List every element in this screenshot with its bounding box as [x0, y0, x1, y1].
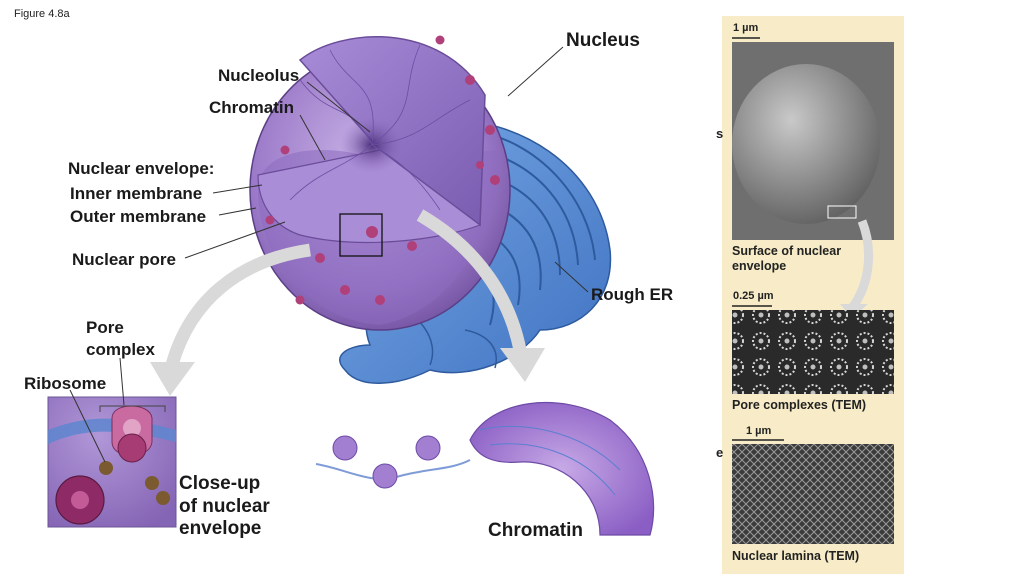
label-complex: complex — [86, 340, 155, 359]
caption-surface-1: Surface of nuclear — [732, 244, 842, 258]
label-nucleolus: Nucleolus — [218, 66, 300, 85]
label-nucleus: Nucleus — [566, 30, 640, 51]
nucleus-sphere — [249, 35, 511, 331]
figure-label: Figure 4.8a — [14, 8, 70, 20]
label-rough-er: Rough ER — [591, 285, 674, 304]
leader-lines — [69, 46, 589, 463]
label-outer-membrane: Outer membrane — [70, 207, 207, 226]
label-closeup-3: envelope — [179, 518, 262, 539]
lamina-micrograph — [732, 444, 894, 544]
caption-surface-2: envelope — [732, 259, 787, 273]
edge-letter-e: e — [716, 445, 724, 460]
nucleus-illustration — [47, 35, 655, 536]
micrograph-images — [732, 37, 894, 544]
label-pore: Pore — [86, 318, 124, 337]
caption-pores: Pore complexes (TEM) — [732, 398, 867, 412]
scale-surface: 1 µm — [733, 22, 759, 34]
label-closeup-2: of nuclear — [179, 496, 270, 517]
scale-pores: 0.25 µm — [733, 290, 774, 302]
label-nuclear-envelope: Nuclear envelope: — [68, 159, 215, 178]
caption-lamina: Nuclear lamina (TEM) — [732, 549, 860, 563]
pore-complex-micrograph — [732, 310, 894, 394]
label-closeup-1: Close-up — [179, 473, 261, 494]
closeup-box — [339, 213, 383, 257]
micrograph-panel: 1 µm Surface of nuclear envelope 0.25 µm… — [722, 16, 904, 574]
pore-complex-bracket — [99, 405, 166, 412]
label-nuclear-pore: Nuclear pore — [72, 250, 176, 269]
label-inner-membrane: Inner membrane — [70, 184, 203, 203]
edge-letter-s: s — [716, 126, 724, 141]
scale-lamina: 1 µm — [746, 425, 772, 437]
chromatin-illustration — [315, 402, 655, 536]
closeup-inset — [47, 396, 177, 528]
pointer-arrows — [150, 209, 545, 396]
label-chromatin-bottom: Chromatin — [488, 520, 583, 541]
label-chromatin: Chromatin — [209, 98, 294, 117]
label-ribosome: Ribosome — [24, 374, 107, 393]
